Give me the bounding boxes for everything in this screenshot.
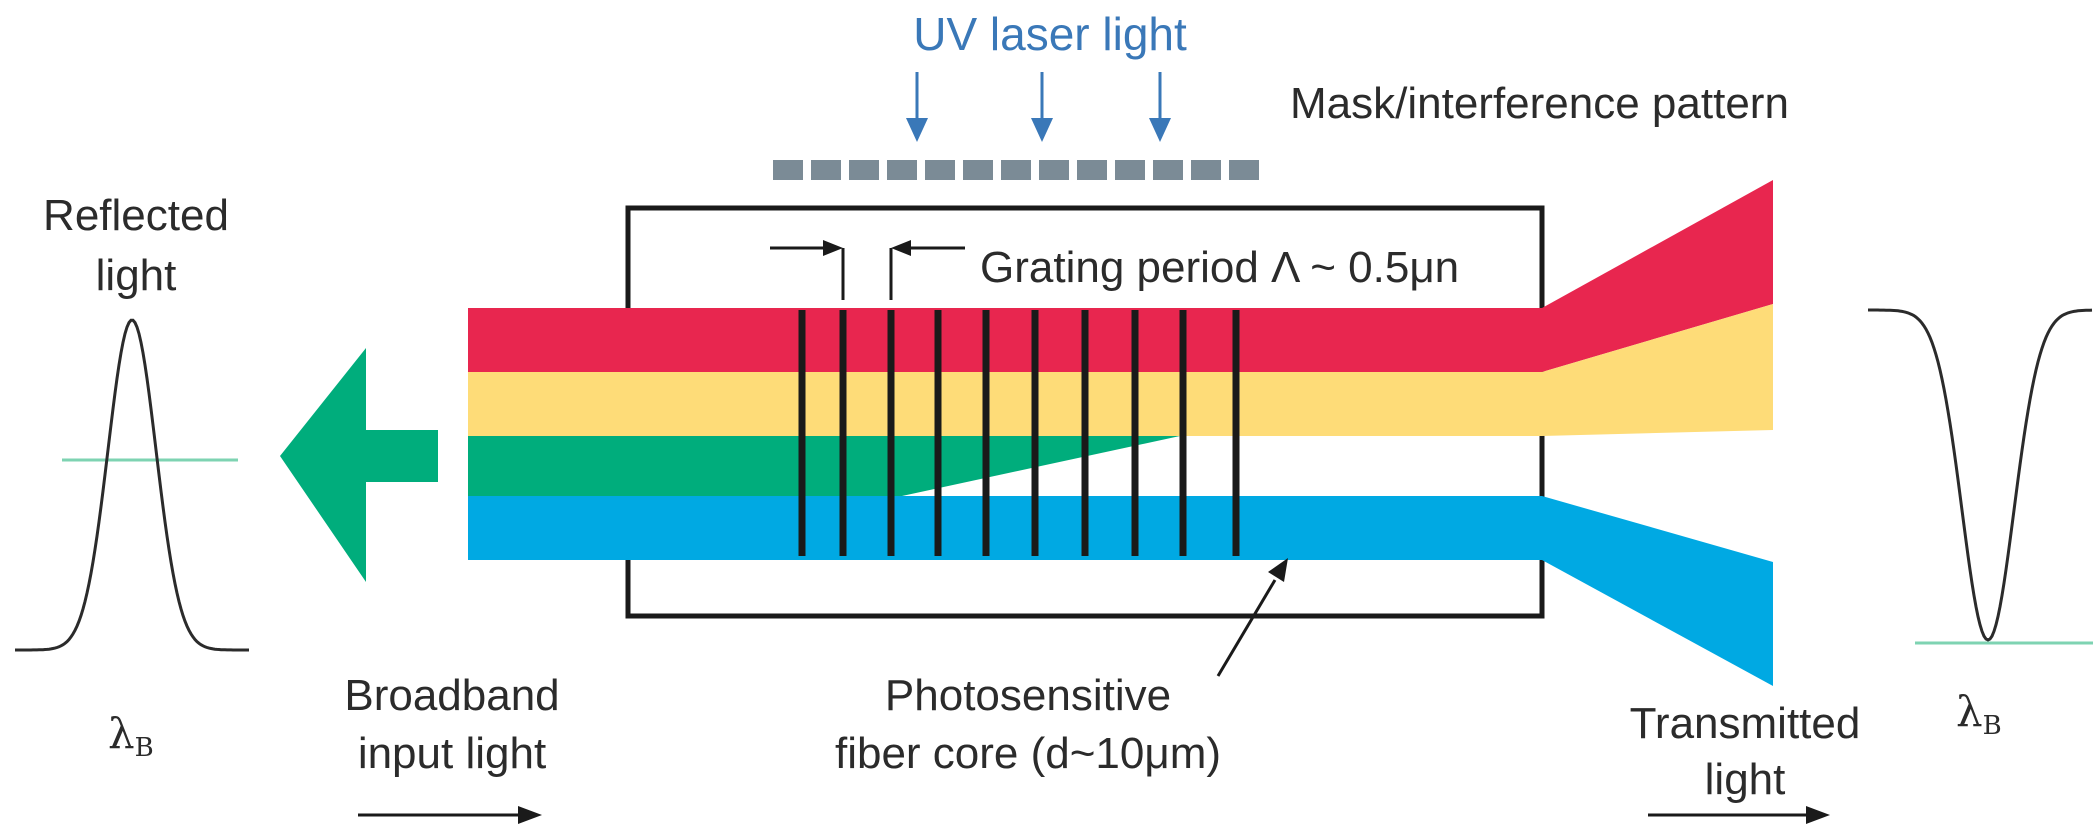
uv-arrowhead-2 [1031,118,1053,142]
lambda-b-left: λB [108,709,154,763]
reflected-label-line2: light [96,251,177,300]
grating-lines [798,310,1240,556]
broadband-arrow [358,806,542,824]
grating-period-indicator [770,240,965,300]
fan-red [1542,180,1773,372]
mask-dash [1229,160,1259,180]
core-label-line1: Photosensitive [885,671,1171,720]
reflected-spectrum-curve [15,318,249,652]
uv-arrowhead-3 [1149,118,1171,142]
mask-dash [963,160,993,180]
uv-arrowhead-1 [906,118,928,142]
lambda-b-right: λB [1956,687,2002,741]
mask-label: Mask/interference pattern [1290,79,1789,128]
uv-laser-label: UV laser light [913,8,1187,60]
transmitted-spectrum-curve [1868,308,2093,642]
transmitted-arrow [1648,806,1830,824]
transmitted-label-line1: Transmitted [1630,699,1861,748]
band-red [468,308,1542,372]
band-green [468,436,1180,496]
band-yellow [468,372,1542,436]
mask-dash [1039,160,1069,180]
fan-blue [1542,496,1773,686]
broadband-label-line1: Broadband [344,671,559,720]
mask-dash [849,160,879,180]
broadband-label-line2: input light [358,729,546,778]
mask-dash [773,160,803,180]
fan-yellow [1542,304,1773,436]
mask-dash [1077,160,1107,180]
mask-dash [1153,160,1183,180]
reflected-label-line1: Reflected [43,191,229,240]
core-pointer-arrow [1216,558,1288,677]
mask-dash [925,160,955,180]
mask-pattern [773,160,1259,180]
mask-dash [811,160,841,180]
transmitted-label-line2: light [1705,755,1786,804]
core-label-line2: fiber core (d~10μm) [835,729,1221,778]
band-blue [468,496,1542,560]
uv-arrows [906,72,1171,142]
mask-dash [1191,160,1221,180]
grating-period-label: Grating period Λ ~ 0.5μn [980,243,1459,292]
mask-dash [1115,160,1145,180]
reflected-arrow [280,348,438,582]
mask-dash [1001,160,1031,180]
mask-dash [887,160,917,180]
